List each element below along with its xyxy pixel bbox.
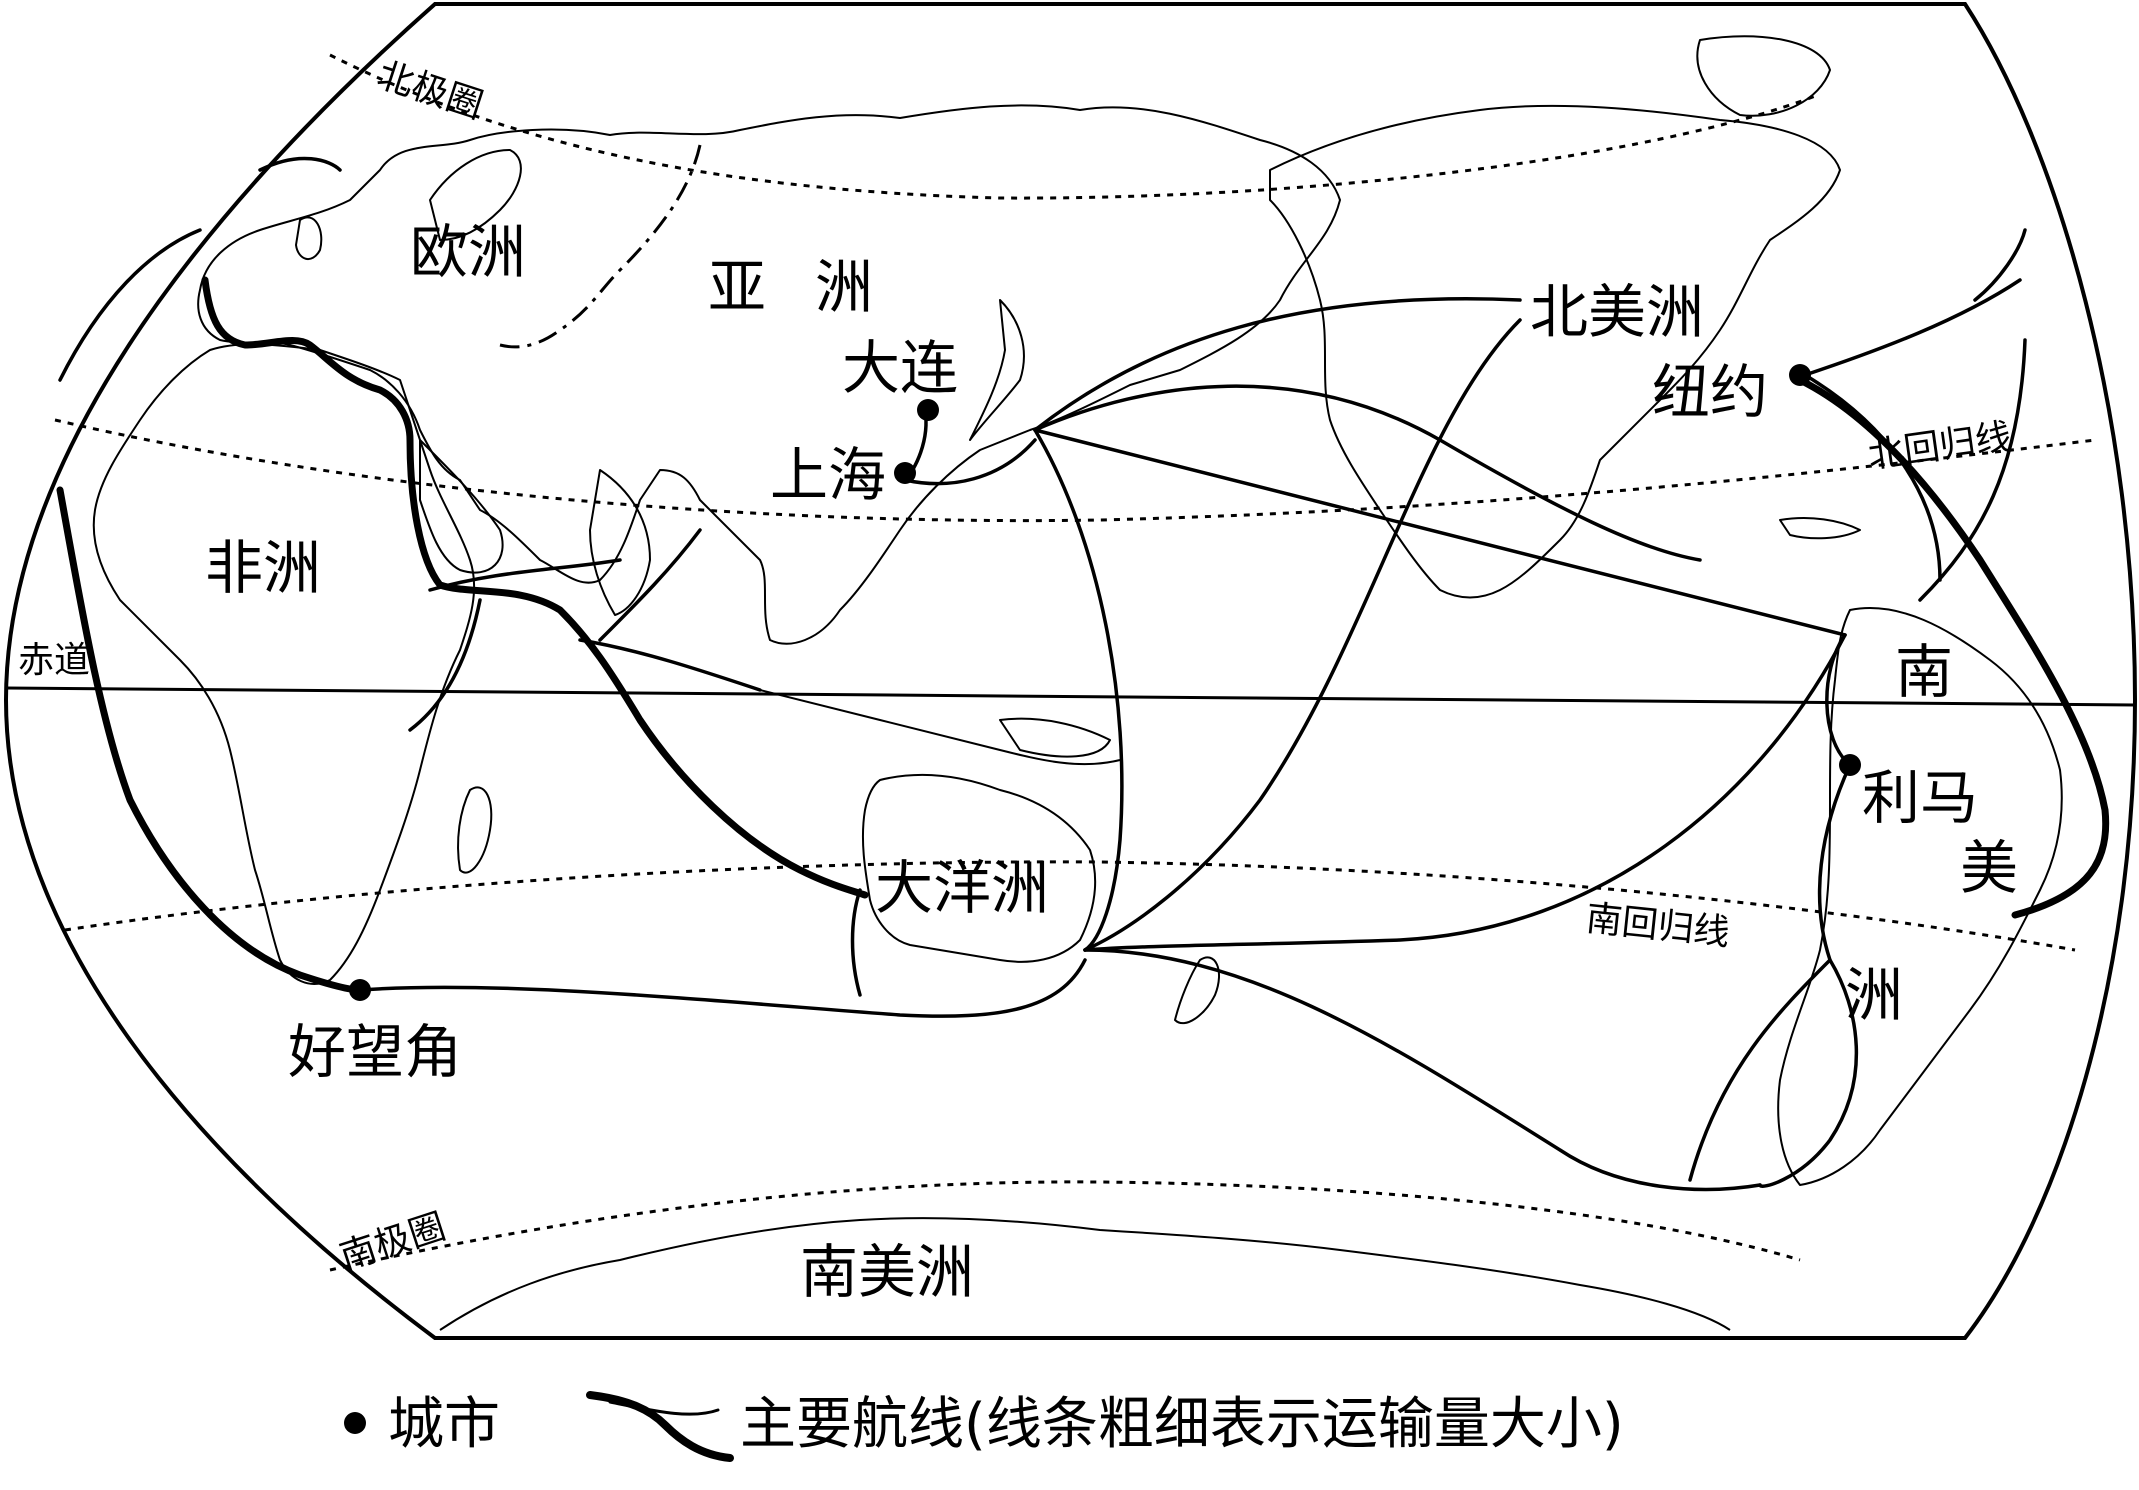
route-gulf-southeast-asia — [578, 638, 762, 692]
new-zealand — [1174, 956, 1220, 1025]
route-australia-west — [850, 888, 862, 997]
tropic-of-cancer-label: 北回归线 — [1866, 416, 2014, 477]
caribbean-islands — [1779, 517, 1861, 540]
route-atlantic-south-america — [1918, 338, 2027, 602]
dalian-dot — [917, 399, 939, 421]
europe-asia-boundary — [499, 144, 702, 349]
route-atlantic-east — [1973, 228, 2027, 302]
south-america-coastline — [1777, 607, 2063, 1186]
africa-label: 非洲 — [205, 534, 321, 602]
shanghai-dot — [894, 462, 916, 484]
antarctic-circle-line — [329, 1180, 1801, 1272]
route-south-america-east — [1758, 958, 1859, 1188]
route-major-europe-asia — [201, 276, 869, 899]
south-america-label-1: 南 — [1895, 638, 1953, 706]
tropic-of-cancer-line — [54, 418, 2096, 523]
map-frame — [3, 2, 2138, 1340]
lima-label: 利马 — [1862, 764, 1978, 832]
north-america-label: 北美洲 — [1530, 278, 1704, 346]
australia-coastline — [861, 773, 1097, 963]
south-america-label-2: 美 — [1960, 834, 2018, 902]
british-isles — [295, 216, 323, 260]
route-east-africa — [408, 598, 482, 732]
legend-city-dot — [344, 1412, 366, 1434]
route-major-cape-route — [56, 486, 364, 994]
route-europe-north — [258, 156, 342, 172]
arctic-circle-label: 北极圈 — [372, 55, 487, 127]
dalian-label: 大连 — [842, 334, 958, 402]
legend-route-label: 主要航线(线条粗细表示运输量大小) — [740, 1392, 1624, 1457]
scandinavia-coastline — [429, 149, 522, 241]
asia-label-1: 亚 — [708, 253, 766, 321]
route-panama-lima — [1825, 633, 1852, 767]
southeast-asia-islands — [759, 689, 1121, 766]
route-red-sea-india — [428, 558, 622, 592]
route-japan-panama — [1033, 428, 1847, 637]
tropic-of-capricorn-line — [64, 860, 2076, 952]
route-major-new-york-south-america — [1796, 376, 2110, 919]
route-japan-north-america — [1033, 296, 1522, 432]
route-europe-north-atlantic — [58, 228, 202, 382]
eurasia-coastline — [197, 104, 1341, 645]
legend: 城市 主要航线(线条粗细表示运输量大小) — [344, 1391, 1624, 1462]
antarctica-label: 南美洲 — [800, 1238, 974, 1306]
new-guinea — [999, 717, 1111, 758]
legend-city-label: 城市 — [388, 1392, 500, 1457]
cape-of-good-hope-label: 好望角 — [288, 1018, 462, 1086]
antarctica-coastline — [439, 1217, 1731, 1331]
antarctic-circle-label: 南极圈 — [335, 1206, 450, 1278]
route-lima-south — [1688, 763, 1852, 1182]
arctic-circle-line — [329, 53, 1819, 200]
route-north-atlantic — [1803, 278, 2022, 377]
equator-label: 赤道 — [18, 640, 90, 681]
japan-islands — [969, 299, 1025, 441]
route-japan-north-america-south — [1033, 384, 1702, 562]
route-japan-shanghai — [903, 438, 1037, 486]
new-york-dot — [1789, 364, 1811, 386]
africa-coastline — [92, 343, 476, 985]
shanghai-label: 上海 — [770, 441, 886, 509]
madagascar — [457, 786, 493, 874]
route-japan-australia — [1033, 428, 1124, 952]
europe-label: 欧洲 — [410, 218, 526, 286]
oceania-label: 大洋洲 — [875, 854, 1049, 922]
route-australia-cape-horn — [1083, 948, 1762, 1192]
north-america-coastline — [1269, 104, 1841, 599]
legend-route-sample-thin — [608, 1400, 720, 1416]
legend-route-sample — [586, 1391, 734, 1462]
lima-dot — [1839, 754, 1861, 776]
cape-of-good-hope-dot — [349, 979, 371, 1001]
south-america-label-3: 洲 — [1845, 961, 1903, 1029]
asia-label-2: 洲 — [815, 253, 873, 321]
route-north-america-australia — [1083, 318, 1522, 952]
arabian-peninsula — [419, 439, 504, 574]
route-india-gulf — [598, 528, 702, 642]
route-panama-australia — [1083, 633, 1847, 952]
route-cape-australia — [358, 958, 1087, 1018]
tropic-of-capricorn-label: 南回归线 — [1584, 898, 1732, 954]
new-york-label: 纽约 — [1652, 358, 1768, 426]
indian-peninsula — [589, 469, 651, 616]
greenland — [1696, 35, 1831, 117]
equator-line — [5, 686, 2136, 707]
